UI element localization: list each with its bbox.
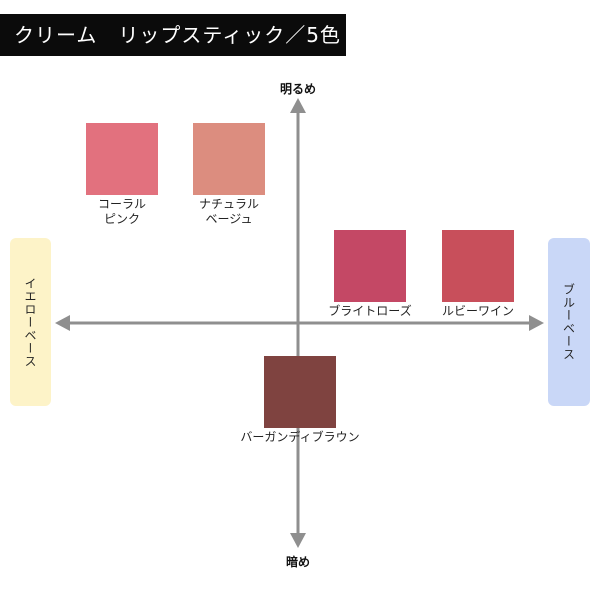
swatch-label: バーガンディブラウン — [240, 430, 360, 444]
arrow-down-icon — [290, 533, 306, 548]
yellow-base-panel: イエローベース — [10, 238, 51, 406]
axis-label-bottom: 暗め — [285, 555, 310, 569]
swatch-ruby-wine: ルビーワイン — [418, 230, 538, 319]
yellow-base-label: イエローベース — [23, 276, 37, 368]
swatch-label: ブライトローズ — [328, 304, 412, 318]
blue-base-label: ブルーベース — [561, 283, 576, 361]
swatch-natural-beige: ナチュラル ベージュ — [169, 123, 289, 227]
swatch-burgundy-brown: バーガンディブラウン — [240, 356, 360, 445]
color-swatch — [264, 356, 336, 428]
swatch-label: ナチュラル ベージュ — [198, 197, 259, 226]
swatch-bright-rose: ブライトローズ — [310, 230, 430, 319]
title-bar: クリーム リップスティック／5色 — [0, 14, 346, 56]
blue-base-panel: ブルーベース — [548, 238, 590, 406]
color-swatch — [193, 123, 265, 195]
axis-label-top: 明るめ — [279, 82, 316, 96]
arrow-left-icon — [55, 315, 70, 331]
arrow-right-icon — [529, 315, 544, 331]
swatch-label: コーラル ピンク — [97, 197, 146, 226]
color-swatch — [86, 123, 158, 195]
page-title: クリーム リップスティック／5色 — [14, 23, 341, 47]
swatch-coral-pink: コーラル ピンク — [62, 123, 182, 227]
color-swatch — [442, 230, 514, 302]
swatch-label: ルビーワイン — [441, 304, 514, 318]
color-swatch — [334, 230, 406, 302]
arrow-up-icon — [290, 98, 306, 113]
